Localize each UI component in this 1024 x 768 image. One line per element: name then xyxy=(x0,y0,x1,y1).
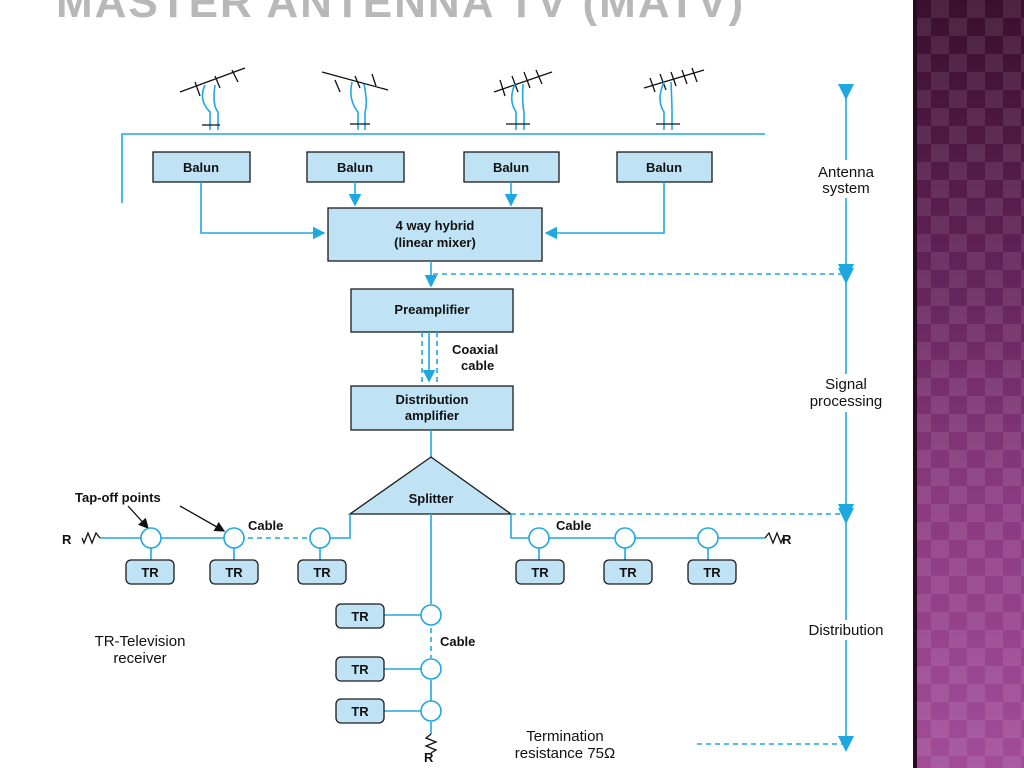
tap-off-point xyxy=(140,527,162,562)
balun-block: Balun xyxy=(306,151,405,183)
tap-off-point xyxy=(528,527,550,562)
stage-label-antenna: Antenna system xyxy=(790,160,900,198)
coaxial-cable-label-2: cable xyxy=(461,358,494,373)
matv-diagram: Balun Balun Balun Balun 4 way hybrid (li… xyxy=(62,67,906,765)
tap-off-point xyxy=(309,527,331,562)
antenna-icon xyxy=(643,67,705,130)
cable-label-right: Cable xyxy=(556,518,591,533)
svg-text:Balun: Balun xyxy=(646,160,682,175)
svg-text:TR: TR xyxy=(351,662,369,677)
balun-block: Balun xyxy=(616,151,713,183)
resistor-label-bottom: R xyxy=(424,750,434,765)
balun-block: Balun xyxy=(152,151,251,183)
svg-text:TR: TR xyxy=(531,565,549,580)
preamplifier-block: Preamplifier xyxy=(350,288,514,333)
svg-text:Antenna: Antenna xyxy=(818,164,875,181)
svg-text:TR: TR xyxy=(619,565,637,580)
termination-label-2: resistance 75Ω xyxy=(515,745,615,762)
svg-text:Balun: Balun xyxy=(183,160,219,175)
tr-legend-2: receiver xyxy=(113,650,166,667)
tr-legend: TR-Television xyxy=(95,633,186,650)
stage-label-signal: Signal processing xyxy=(788,374,904,412)
tap-off-point xyxy=(383,658,442,680)
television-receiver: TR xyxy=(209,559,259,585)
tap-off-points-label: Tap-off points xyxy=(75,490,161,505)
cable-label-vertical: Cable xyxy=(440,634,475,649)
svg-text:TR: TR xyxy=(313,565,331,580)
slide-title: MASTER ANTENNA TV (MATV) xyxy=(56,0,746,27)
tap-off-point xyxy=(383,604,442,626)
television-receiver: TR xyxy=(335,603,385,629)
splitter-block: Splitter xyxy=(347,456,514,515)
tap-off-point xyxy=(223,527,245,562)
svg-text:Distribution: Distribution xyxy=(396,392,469,407)
television-receiver: TR xyxy=(297,559,347,585)
svg-text:processing: processing xyxy=(810,393,883,410)
hybrid-mixer-block: 4 way hybrid (linear mixer) xyxy=(327,207,543,262)
television-receiver: TR xyxy=(515,559,565,585)
svg-text:Preamplifier: Preamplifier xyxy=(394,302,469,317)
television-receiver: TR xyxy=(603,559,653,585)
cable-label-left: Cable xyxy=(248,518,283,533)
svg-text:TR: TR xyxy=(703,565,721,580)
resistor-label: R xyxy=(782,532,792,547)
svg-text:TR: TR xyxy=(351,609,369,624)
svg-text:Distribution: Distribution xyxy=(808,622,883,639)
balun-block: Balun xyxy=(463,151,560,183)
tap-off-point xyxy=(383,700,442,722)
svg-text:amplifier: amplifier xyxy=(405,408,459,423)
coaxial-cable-label: Coaxial xyxy=(452,342,498,357)
resistor-label: R xyxy=(62,532,72,547)
termination-label: Termination xyxy=(526,728,604,745)
svg-text:4 way hybrid: 4 way hybrid xyxy=(396,218,475,233)
svg-text:TR: TR xyxy=(141,565,159,580)
television-receiver: TR xyxy=(687,559,737,585)
svg-text:system: system xyxy=(822,180,870,197)
antenna-icon xyxy=(321,71,389,130)
antenna-icon xyxy=(493,69,553,130)
svg-text:Balun: Balun xyxy=(337,160,373,175)
television-receiver: TR xyxy=(335,698,385,724)
antenna-icon xyxy=(179,67,246,130)
svg-text:TR: TR xyxy=(351,704,369,719)
television-receiver: TR xyxy=(335,656,385,682)
svg-text:(linear mixer): (linear mixer) xyxy=(394,235,476,250)
svg-text:Balun: Balun xyxy=(493,160,529,175)
tap-off-point xyxy=(697,527,719,562)
television-receiver: TR xyxy=(125,559,175,585)
svg-text:Signal: Signal xyxy=(825,376,867,393)
tap-off-point xyxy=(614,527,636,562)
svg-text:Splitter: Splitter xyxy=(409,491,454,506)
svg-text:TR: TR xyxy=(225,565,243,580)
stage-label-distribution: Distribution xyxy=(788,620,906,640)
distribution-amplifier-block: Distribution amplifier xyxy=(350,385,514,431)
decorative-side-panel xyxy=(913,0,1024,768)
